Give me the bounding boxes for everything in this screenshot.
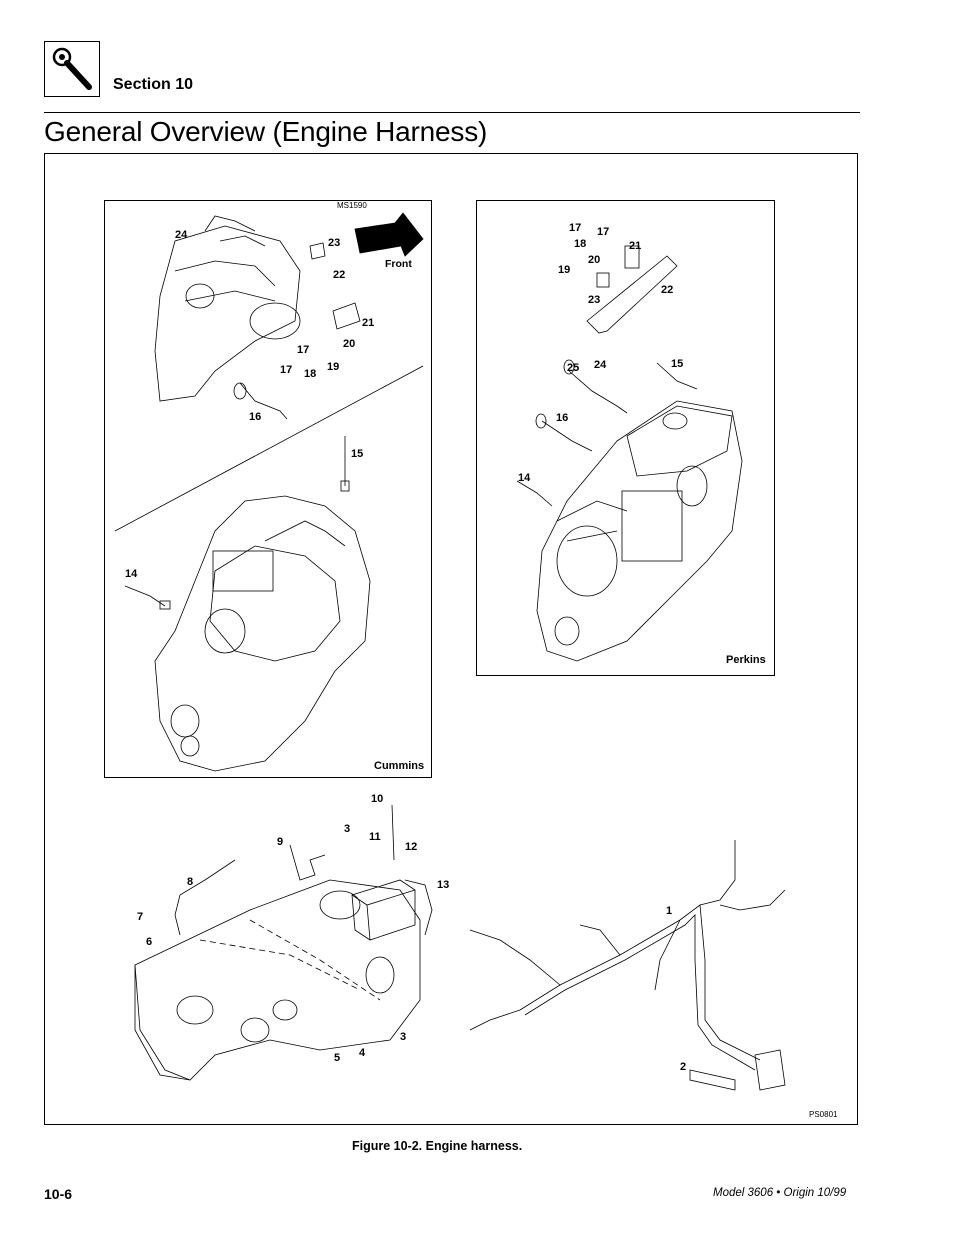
callout: 9 [277,836,284,848]
callout: 15 [351,448,364,460]
callout: 22 [333,269,346,281]
callout: 6 [146,936,153,948]
callout: 18 [574,238,587,250]
callout: 13 [437,879,450,891]
model-info: Model 3606 • Origin 10/99 [713,1187,847,1199]
page-number: 10-6 [44,1186,73,1202]
callout: 25 [567,362,580,374]
callout: 21 [629,240,642,252]
page-title: General Overview (Engine Harness) [44,116,488,147]
wrench-key-icon [52,47,92,90]
callout: 12 [405,841,418,853]
callout: 2 [680,1061,687,1073]
callout: 16 [556,412,569,424]
perkins-engine-illustration [516,245,743,662]
front-arrow-label: Front [385,258,412,270]
callout: 5 [334,1052,341,1064]
callout: 17 [597,226,610,238]
callout: 17 [569,222,582,234]
callout: 15 [671,358,684,370]
callout: 7 [137,911,144,923]
callout: 18 [304,368,317,380]
callout: 19 [558,264,571,276]
callout: 19 [327,361,340,373]
figure-caption: Figure 10-2. Engine harness. [352,1139,523,1153]
callout: 8 [187,876,194,888]
ref-code: MS1590 [337,201,367,210]
callout: 1 [666,905,673,917]
callout: 17 [297,344,310,356]
ref-code: PS0801 [809,1110,838,1119]
callout: 14 [125,568,138,580]
section-label: Section 10 [113,76,194,93]
cummins-label: Cummins [374,760,425,772]
callout: 24 [594,359,607,371]
callout: 23 [328,237,341,249]
section-logo-icon [44,41,100,97]
callout: 22 [661,284,674,296]
callout: 10 [371,793,384,805]
callout: 21 [362,317,375,329]
callout: 3 [400,1031,407,1043]
callout: 23 [588,294,601,306]
callout: 16 [249,411,262,423]
cummins-panel: MS1590 Front 24 23 22 21 20 17 17 18 19 … [104,200,432,778]
callout: 17 [280,364,293,376]
callout: 20 [588,254,601,266]
callout: 11 [369,831,381,843]
callout: 3 [344,823,351,835]
cummins-engine-illustration [114,212,424,772]
header-divider [44,112,860,113]
perkins-label: Perkins [726,654,766,666]
callout: 14 [518,472,531,484]
figure-frame [44,153,858,1125]
perkins-panel: 17 17 18 21 20 19 23 22 25 24 15 16 14 P… [476,200,775,676]
callout: 24 [175,229,188,241]
callout: 4 [359,1047,366,1059]
callout: 20 [343,338,356,350]
